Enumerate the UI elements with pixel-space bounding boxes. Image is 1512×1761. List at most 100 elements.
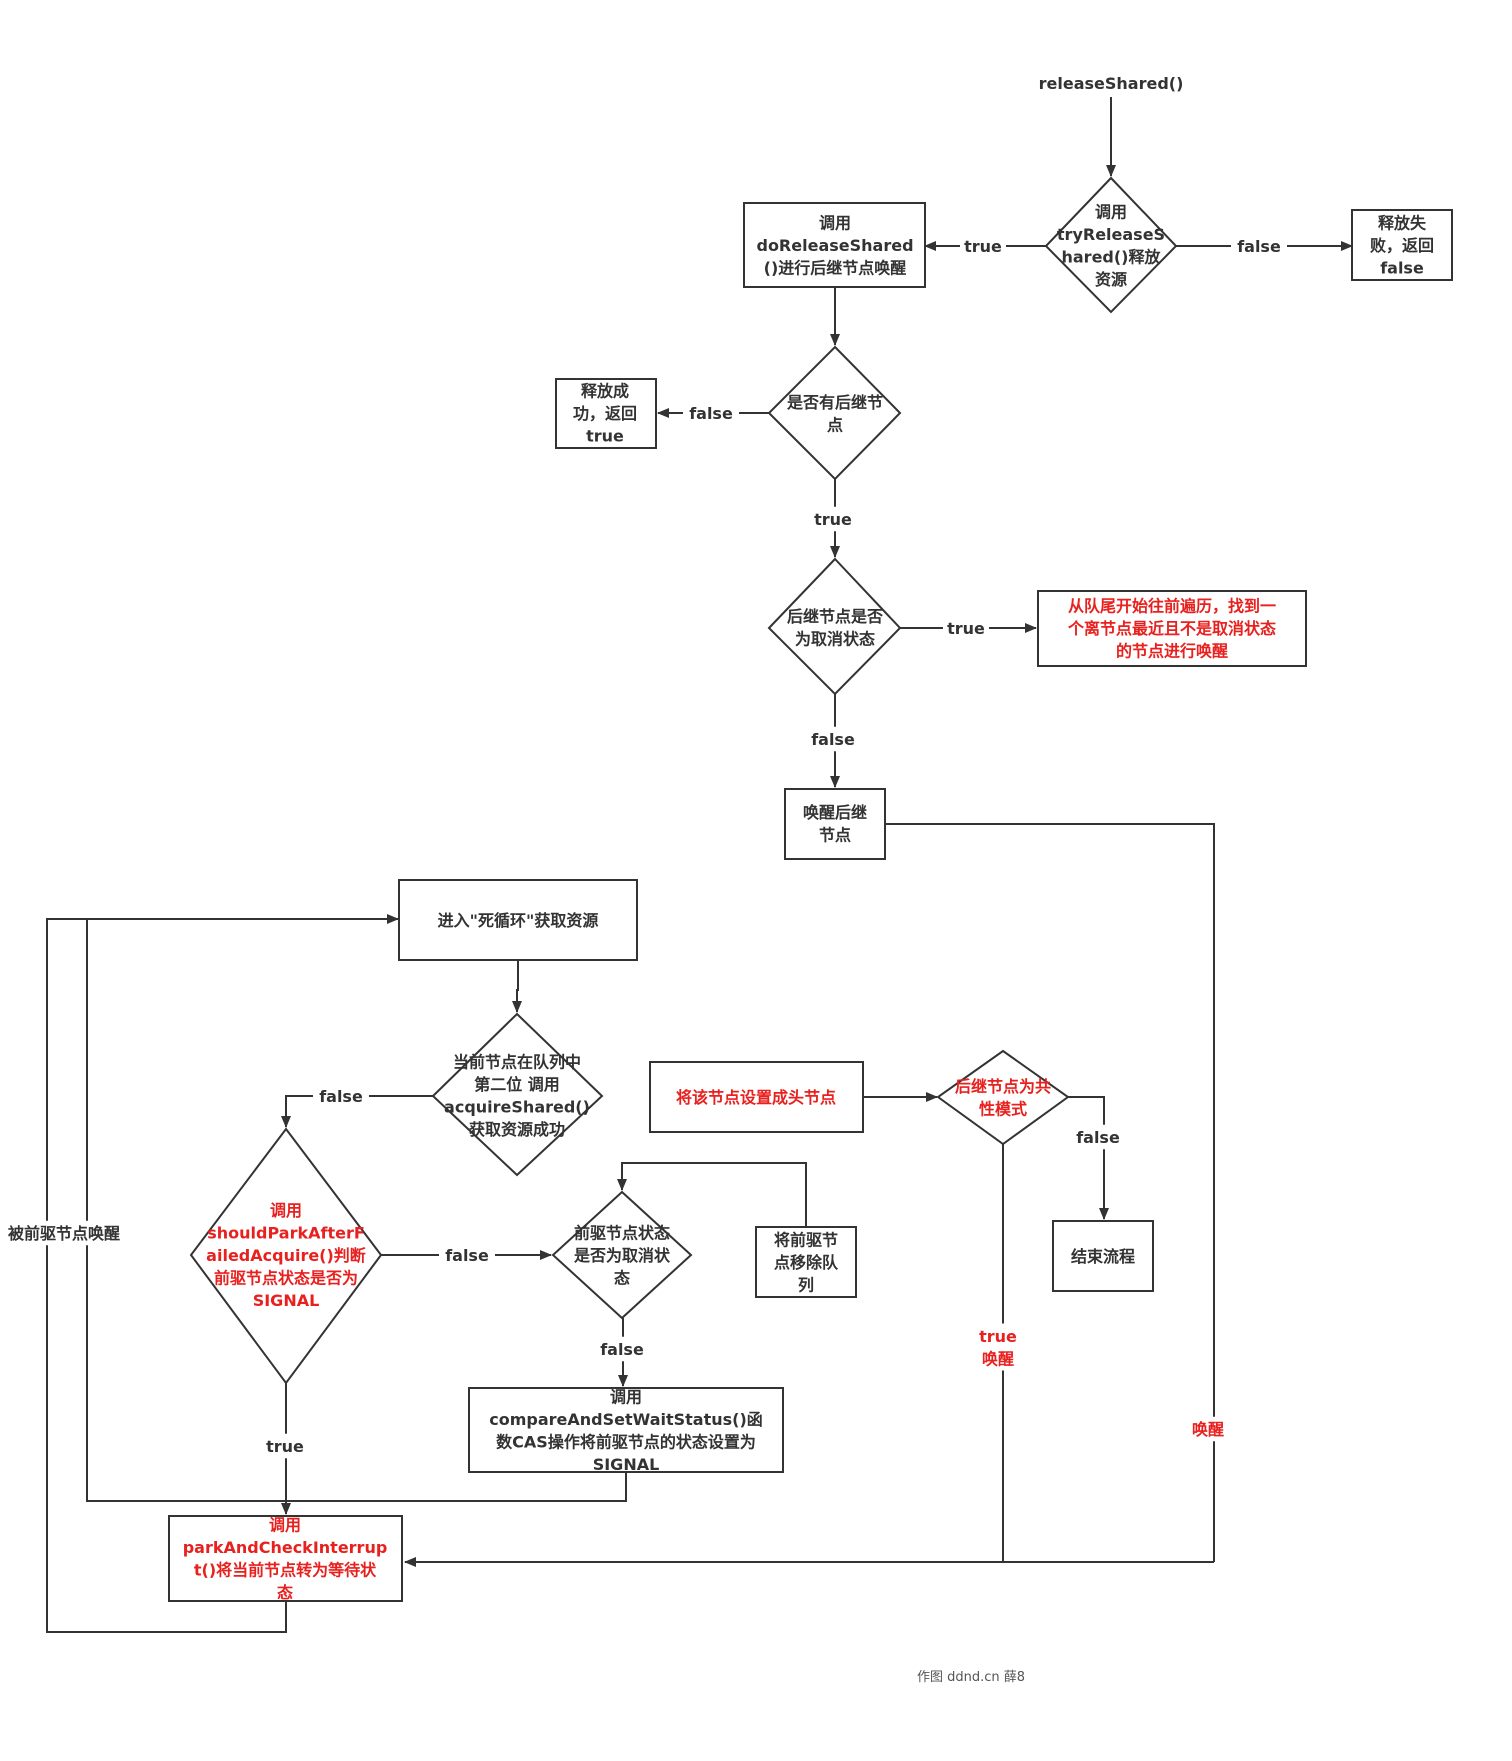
edge-wake-link	[886, 823, 1215, 1562]
text-line: 态	[277, 1583, 293, 1602]
edge-shared-false	[1068, 1096, 1109, 1220]
process-park-and-check	[168, 1515, 403, 1602]
edge-label-background	[439, 1242, 495, 1268]
text-line: 为取消状态	[795, 629, 875, 648]
edge-label-background	[313, 1083, 369, 1109]
text-line: parkAndCheckInterrup	[183, 1538, 388, 1557]
edge-remove-to-pred	[617, 1162, 807, 1227]
label-shared-false: false	[1070, 1124, 1126, 1150]
process-traverse-from-tail	[1037, 590, 1307, 667]
decision-should-park-text: 调用shouldParkAfterFailedAcquire()判断前驱节点状态…	[206, 1201, 366, 1310]
text-line: 态	[614, 1269, 630, 1288]
decision-second-in-queue	[431, 1012, 604, 1177]
text-line: 后继节点为共	[955, 1077, 1051, 1096]
process-set-head-text: 将该节点设置成头节点	[676, 1088, 836, 1107]
text-line: 数CAS操作将前驱节点的状态设置为	[496, 1432, 756, 1451]
edge-label-text: false	[689, 404, 733, 423]
text-line: 从队尾开始往前遍历，找到一	[1068, 597, 1276, 616]
edge-label-text: false	[445, 1246, 489, 1265]
edge-label-text: 唤醒	[1192, 1420, 1224, 1439]
text-line: 资源	[1095, 270, 1127, 289]
label-has-false: false	[683, 400, 739, 426]
terminal-end-flow	[1052, 1220, 1154, 1292]
credit-text: 作图 ddnd.cn 薛8	[917, 1670, 1025, 1685]
edge-label-background	[961, 1323, 1035, 1371]
node-start: releaseShared()	[1039, 74, 1184, 93]
edge-park-loop-back	[46, 918, 287, 1633]
edge-label-text: false	[1076, 1128, 1120, 1147]
edge-label-background	[1070, 1124, 1126, 1150]
text-line: hared()释放	[1061, 247, 1161, 266]
edge-label-text: true	[266, 1437, 304, 1456]
edge-label-background	[810, 506, 856, 532]
text-line: true	[586, 427, 624, 446]
text-line: true	[979, 1327, 1017, 1346]
decision-should-park	[189, 1127, 383, 1385]
edge-label-background	[594, 1336, 650, 1362]
text-line: 点	[827, 415, 843, 434]
text-line: 调用	[270, 1201, 302, 1220]
decision-successor-cancelled	[767, 557, 902, 696]
text-line: acquireShared()	[444, 1097, 590, 1116]
text-line: 性模式	[979, 1099, 1027, 1118]
edge-label-background	[1231, 233, 1287, 259]
text-line: 后继节点是否	[787, 607, 883, 626]
text-line: 进入"死循环"获取资源	[438, 911, 599, 930]
label-wake-link: 唤醒	[1188, 1416, 1228, 1442]
text-line: 调用	[1095, 202, 1127, 221]
text-line: 前驱节点状态是否为	[214, 1269, 358, 1288]
text-line: 败，返回	[1370, 236, 1434, 255]
text-line: 将前驱节	[774, 1231, 838, 1250]
text-line: 调用	[819, 214, 851, 233]
text-line: tryReleaseS	[1057, 225, 1165, 244]
label-cancel-true: true	[943, 615, 989, 641]
edge-label-text: false	[1237, 237, 1281, 256]
text-line: false	[1380, 259, 1424, 278]
text-line: 是否为取消状	[573, 1246, 671, 1265]
text-line: 个离节点最近且不是取消状态	[1067, 619, 1276, 638]
edge-label-background	[943, 615, 989, 641]
text-line: 当前节点在队列中	[453, 1052, 581, 1071]
process-set-head	[649, 1061, 864, 1133]
edge-label-text: false	[811, 730, 855, 749]
edge-label-background	[805, 726, 861, 752]
terminal-release-fail	[1351, 209, 1453, 281]
edge-second-false	[281, 1095, 433, 1128]
edge-label-text: true	[814, 510, 852, 529]
process-enter-loop	[398, 879, 638, 961]
terminal-end-flow-text: 结束流程	[1070, 1247, 1135, 1266]
text-line: SIGNAL	[593, 1455, 660, 1474]
decision-has-successor	[767, 345, 902, 481]
label-try-true: true	[960, 233, 1006, 259]
edge-label-background	[262, 1433, 308, 1459]
text-line: 获取资源成功	[469, 1120, 565, 1139]
edge-cas-loop-back	[86, 914, 627, 1502]
text-line: 的节点进行唤醒	[1116, 642, 1228, 661]
process-cas-wait-status-text: 调用compareAndSetWaitStatus()函数CAS操作将前驱节点的…	[489, 1387, 763, 1474]
text-line: 唤醒后继	[803, 803, 867, 822]
edge-label-text: true	[947, 619, 985, 638]
text-line: releaseShared()	[1039, 74, 1184, 93]
text-line: 第二位 调用	[474, 1075, 560, 1094]
text-line: 结束流程	[1070, 1247, 1135, 1266]
decision-pred-cancelled	[551, 1190, 693, 1320]
label-cancel-false: false	[805, 726, 861, 752]
edge-label-background	[1, 1220, 127, 1246]
label-has-true: true	[810, 506, 856, 532]
edge-label-background	[683, 400, 739, 426]
text-line: 是否有后继节	[786, 393, 883, 412]
label-park-false: false	[439, 1242, 495, 1268]
